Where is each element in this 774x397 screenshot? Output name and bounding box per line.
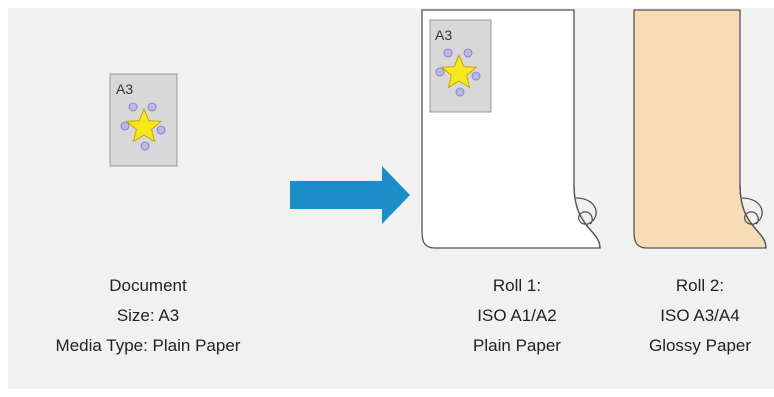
document-caption-line-1: Document	[109, 276, 187, 295]
document-caption-line-3: Media Type: Plain Paper	[55, 336, 241, 355]
roll2-paper-icon	[633, 9, 767, 249]
document-caption-line-2: Size: A3	[116, 306, 180, 325]
roll1-caption-line-3: Plain Paper	[473, 336, 561, 355]
doc-star-icon	[120, 102, 166, 151]
roll2-caption-line-3: Glossy Paper	[648, 336, 752, 355]
roll1-thumbnail-label: A3	[435, 27, 452, 43]
roll1-caption-line-1: Roll 1:	[492, 276, 542, 295]
roll2-caption-line-1: Roll 2:	[675, 276, 725, 295]
roll1-paper-icon: A3	[421, 9, 601, 249]
roll2-caption-line-2: ISO A3/A4	[660, 306, 740, 325]
document-thumbnail: A3	[109, 73, 178, 167]
roll1-caption-line-2: ISO A1/A2	[477, 306, 557, 325]
roll1-star-icon	[435, 48, 481, 97]
right-arrow-icon	[290, 166, 410, 224]
document-thumbnail-label: A3	[116, 81, 133, 97]
